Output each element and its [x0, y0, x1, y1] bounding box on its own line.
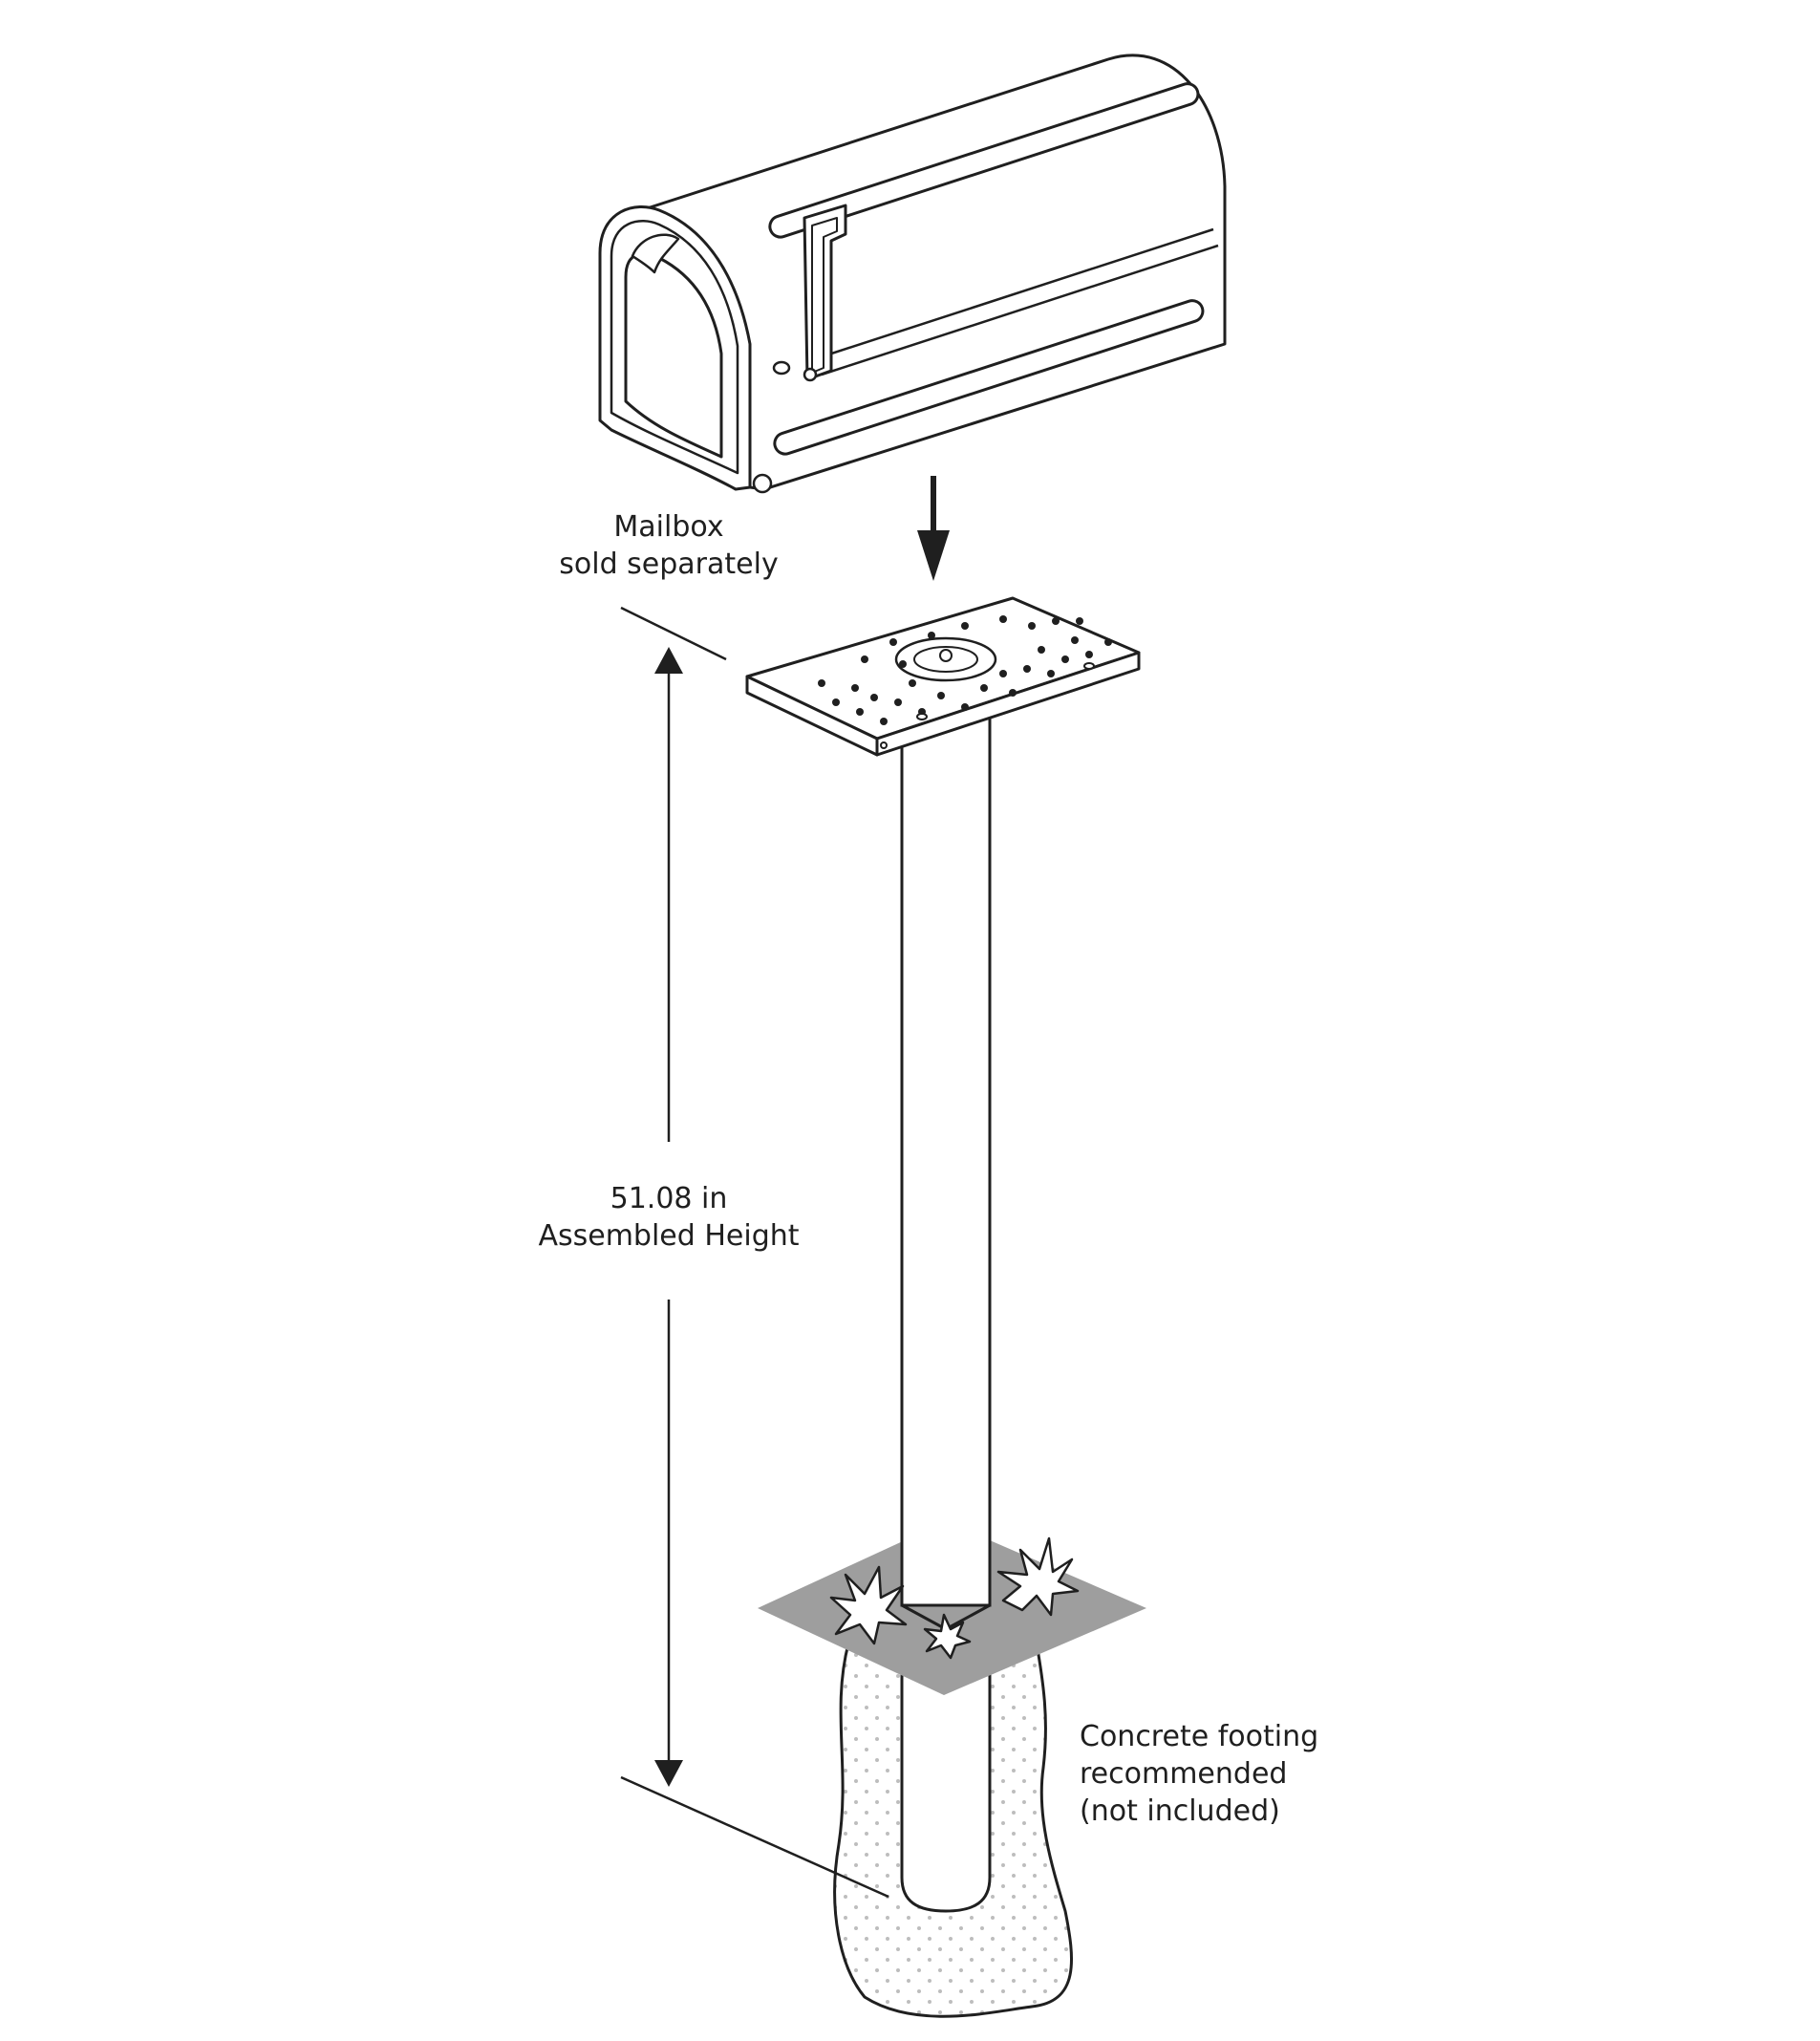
height-caption: Assembled Height [538, 1219, 800, 1253]
dimension-arrow-down-icon [654, 1760, 683, 1787]
mailbox-note-line-1: Mailbox [613, 510, 724, 544]
dimension-arrow-up-icon [654, 647, 683, 674]
mailbox-note: Mailbox sold separately [535, 508, 803, 583]
post [900, 715, 992, 1631]
footing-note-line-3: (not included) [1080, 1794, 1280, 1828]
mailbox [598, 54, 1227, 494]
height-label: 51.08 in Assembled Height [506, 1180, 831, 1255]
height-value: 51.08 in [610, 1182, 728, 1215]
footing-note-line-1: Concrete footing [1080, 1720, 1319, 1753]
down-arrow-icon [917, 476, 950, 581]
concrete-footing [833, 1642, 1073, 2018]
grass-tufts [829, 1536, 1080, 1660]
height-dimension [620, 606, 889, 1899]
mailbox-note-line-2: sold separately [559, 548, 779, 581]
footing-note: Concrete footing recommended (not includ… [1080, 1718, 1424, 1830]
mounting-plate [745, 596, 1141, 757]
footing-note-line-2: recommended [1080, 1757, 1288, 1791]
